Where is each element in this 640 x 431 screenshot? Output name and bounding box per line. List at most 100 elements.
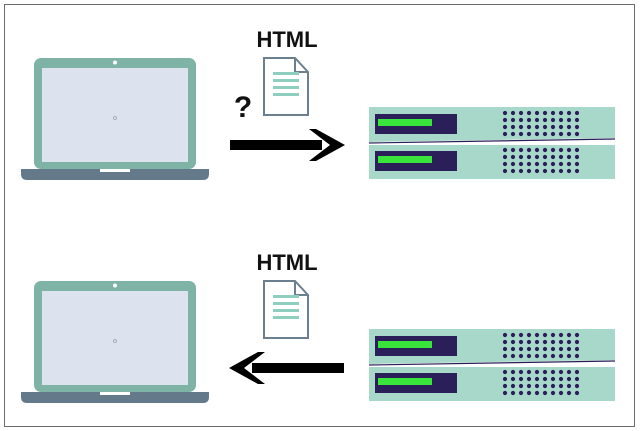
client-laptop-icon bbox=[20, 280, 210, 404]
vent-dot bbox=[510, 147, 516, 153]
vent-dot bbox=[526, 161, 532, 167]
vent-dot bbox=[502, 154, 508, 160]
vent-dot bbox=[550, 339, 556, 345]
vent-dot bbox=[510, 110, 516, 116]
vent-dot bbox=[574, 332, 580, 338]
vent-dot bbox=[534, 339, 540, 345]
vent-dot bbox=[550, 154, 556, 160]
vent-dot bbox=[518, 168, 524, 174]
vent-dot bbox=[566, 332, 572, 338]
vent-dot bbox=[502, 161, 508, 167]
vent-dot bbox=[510, 369, 516, 375]
vent-dot bbox=[518, 161, 524, 167]
vent-dot bbox=[558, 383, 564, 389]
vent-dot bbox=[526, 376, 532, 382]
vent-dot bbox=[510, 124, 516, 130]
vent-dot bbox=[542, 168, 548, 174]
vent-dot bbox=[542, 131, 548, 137]
vent-dot bbox=[502, 124, 508, 130]
vent-dot bbox=[566, 369, 572, 375]
vent-dot bbox=[510, 168, 516, 174]
vent-dot bbox=[566, 339, 572, 345]
vent-dot bbox=[526, 383, 532, 389]
vent-dot bbox=[526, 353, 532, 359]
vent-dot bbox=[542, 383, 548, 389]
vent-dot bbox=[542, 161, 548, 167]
vent-dot bbox=[550, 376, 556, 382]
vent-dot bbox=[550, 353, 556, 359]
vent-dot bbox=[502, 332, 508, 338]
question-mark: ? bbox=[234, 91, 252, 124]
vent-dot bbox=[518, 124, 524, 130]
vent-dot bbox=[534, 124, 540, 130]
vent-dot bbox=[550, 110, 556, 116]
vent-dot bbox=[542, 369, 548, 375]
vent-dot bbox=[566, 154, 572, 160]
vent-dot bbox=[574, 339, 580, 345]
vent-dot bbox=[558, 376, 564, 382]
vent-dot bbox=[502, 131, 508, 137]
vent-dot bbox=[550, 131, 556, 137]
vent-dot bbox=[502, 383, 508, 389]
vent-dot bbox=[550, 117, 556, 123]
vent-dot bbox=[510, 117, 516, 123]
vent-dot bbox=[534, 383, 540, 389]
vent-dot bbox=[574, 168, 580, 174]
vent-dot bbox=[574, 390, 580, 396]
vent-dot bbox=[542, 353, 548, 359]
vent-dot bbox=[574, 161, 580, 167]
vent-dot bbox=[518, 339, 524, 345]
vent-dot bbox=[550, 369, 556, 375]
vent-dot bbox=[534, 332, 540, 338]
vent-dot bbox=[534, 110, 540, 116]
vent-dot bbox=[534, 369, 540, 375]
vent-dot bbox=[574, 376, 580, 382]
vent-dot bbox=[510, 154, 516, 160]
vent-dot bbox=[510, 376, 516, 382]
vent-dot bbox=[542, 332, 548, 338]
left-arrow-icon bbox=[229, 352, 344, 384]
vent-dot bbox=[534, 168, 540, 174]
vent-dot bbox=[518, 131, 524, 137]
html-document-icon bbox=[263, 57, 309, 116]
vent-dot bbox=[558, 124, 564, 130]
server-vents bbox=[502, 332, 580, 396]
client-laptop-icon bbox=[20, 57, 210, 181]
vent-dot bbox=[518, 369, 524, 375]
vent-dot bbox=[526, 339, 532, 345]
vent-dot bbox=[534, 131, 540, 137]
vent-dot bbox=[566, 346, 572, 352]
vent-dot bbox=[550, 147, 556, 153]
vent-dot bbox=[510, 383, 516, 389]
vent-dot bbox=[574, 147, 580, 153]
vent-dot bbox=[502, 390, 508, 396]
vent-dot bbox=[542, 124, 548, 130]
vent-dot bbox=[542, 390, 548, 396]
vent-dot bbox=[526, 117, 532, 123]
vent-dot bbox=[534, 346, 540, 352]
vent-dot bbox=[574, 154, 580, 160]
vent-dot bbox=[566, 117, 572, 123]
vent-dot bbox=[558, 161, 564, 167]
vent-dot bbox=[534, 390, 540, 396]
vent-dot bbox=[574, 110, 580, 116]
right-arrow-icon bbox=[230, 129, 345, 161]
vent-dot bbox=[518, 383, 524, 389]
vent-dot bbox=[526, 390, 532, 396]
vent-dot bbox=[558, 353, 564, 359]
vent-dot bbox=[542, 147, 548, 153]
vent-dot bbox=[550, 390, 556, 396]
vent-dot bbox=[558, 369, 564, 375]
vent-dot bbox=[502, 117, 508, 123]
vent-dot bbox=[558, 131, 564, 137]
vent-dot bbox=[558, 332, 564, 338]
vent-dot bbox=[502, 339, 508, 345]
vent-dot bbox=[502, 346, 508, 352]
vent-dot bbox=[542, 154, 548, 160]
vent-dot bbox=[550, 383, 556, 389]
vent-dot bbox=[558, 117, 564, 123]
vent-dot bbox=[518, 110, 524, 116]
vent-dot bbox=[558, 339, 564, 345]
vent-dot bbox=[542, 110, 548, 116]
